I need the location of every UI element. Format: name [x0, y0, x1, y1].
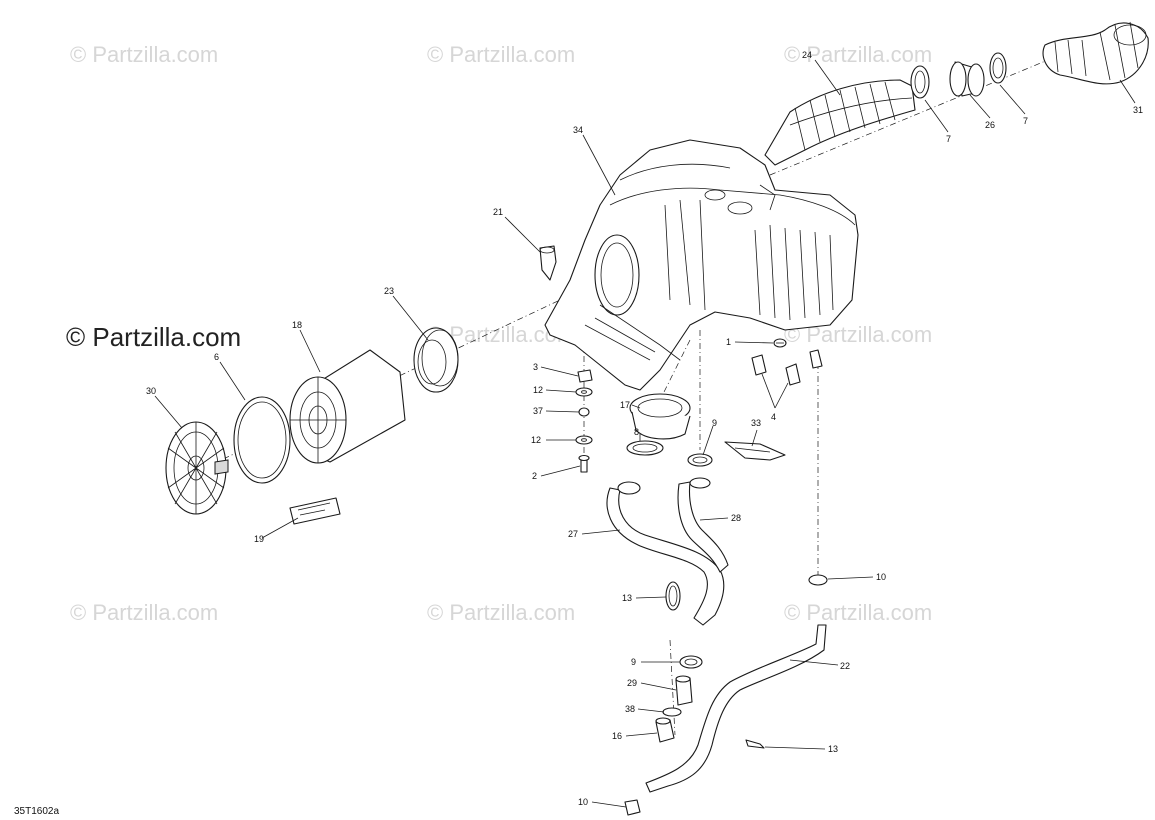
callout-29: 29	[627, 678, 637, 688]
part-23-seal	[413, 327, 459, 393]
watermark-2: © Partzilla.com	[427, 42, 575, 67]
part-9-clamp-b	[679, 655, 703, 669]
callout-13-a: 13	[622, 593, 632, 603]
part-2-bolt	[578, 454, 590, 473]
callouts: 24 7 26 7 31 34 21 23 18 6 30 19 1 4 3 1…	[146, 50, 1143, 807]
callout-9-b: 9	[631, 657, 636, 667]
callout-33: 33	[751, 418, 761, 428]
part-7-clamp-a	[910, 65, 930, 99]
part-18-air-filter	[289, 349, 406, 464]
part-28-hose	[677, 477, 729, 573]
callout-18: 18	[292, 320, 302, 330]
part-3-grommet	[577, 369, 593, 383]
callout-23: 23	[384, 286, 394, 296]
callout-17: 17	[620, 400, 630, 410]
callout-3: 3	[533, 362, 538, 372]
part-13-fitting-b	[745, 739, 765, 749]
part-4-clips	[751, 349, 823, 386]
part-31-elbow-duct	[1042, 21, 1149, 85]
callout-12-a: 12	[533, 385, 543, 395]
callout-34: 34	[573, 125, 583, 135]
callout-26: 26	[985, 120, 995, 130]
callout-7-b: 7	[1023, 116, 1028, 126]
watermark-main: © Partzilla.com	[66, 322, 241, 352]
callout-37: 37	[533, 406, 543, 416]
watermark-8: © Partzilla.com	[784, 600, 932, 625]
part-27-hose	[606, 481, 725, 626]
callout-6: 6	[214, 352, 219, 362]
part-30-cover	[165, 421, 229, 515]
callout-28: 28	[731, 513, 741, 523]
callout-12-b: 12	[531, 435, 541, 445]
part-37-nut	[578, 407, 590, 417]
part-29-tube	[675, 675, 693, 706]
part-16-cap	[655, 717, 675, 743]
callout-19: 19	[254, 534, 264, 544]
part-24-intake-duct	[764, 79, 916, 166]
callout-4: 4	[771, 412, 776, 422]
watermark-3: © Partzilla.com	[784, 42, 932, 67]
part-1-screw	[773, 338, 787, 348]
callout-1: 1	[726, 337, 731, 347]
part-13-o-ring-a	[665, 581, 681, 611]
part-34-airbox	[544, 139, 859, 391]
callout-10-b: 10	[578, 797, 588, 807]
callout-8: 8	[634, 427, 639, 437]
watermark-7: © Partzilla.com	[427, 600, 575, 625]
part-9-clamp-a	[687, 453, 713, 467]
part-12-washer-b	[575, 435, 593, 445]
callout-24: 24	[802, 50, 812, 60]
callout-27: 27	[568, 529, 578, 539]
callout-22: 22	[840, 661, 850, 671]
callout-16: 16	[612, 731, 622, 741]
part-33-bracket	[724, 441, 786, 461]
callout-21: 21	[493, 207, 503, 217]
callout-38: 38	[625, 704, 635, 714]
callout-7-a: 7	[946, 134, 951, 144]
part-10-clamp-a	[808, 574, 828, 586]
part-21-grommet	[539, 245, 557, 281]
part-19-label	[289, 497, 341, 525]
callout-9-a: 9	[712, 418, 717, 428]
watermark-6: © Partzilla.com	[70, 600, 218, 625]
part-26-coupler	[949, 61, 985, 97]
callout-10-a: 10	[876, 572, 886, 582]
leader-lines	[154, 59, 1136, 808]
watermark-1: © Partzilla.com	[70, 42, 218, 67]
drawing-number: 35T1602a	[14, 806, 59, 817]
callout-31: 31	[1133, 105, 1143, 115]
callout-13-b: 13	[828, 744, 838, 754]
part-17-adapter	[629, 393, 691, 440]
part-22-drain-tube	[645, 624, 827, 793]
part-6-o-ring	[233, 396, 291, 484]
part-7-clamp-b	[989, 52, 1007, 84]
part-8-clamp	[626, 440, 664, 456]
callout-30: 30	[146, 386, 156, 396]
callout-2: 2	[532, 471, 537, 481]
part-10-cap-b	[624, 799, 641, 816]
part-38-clip	[662, 707, 682, 717]
part-12-washer-a	[575, 387, 593, 397]
